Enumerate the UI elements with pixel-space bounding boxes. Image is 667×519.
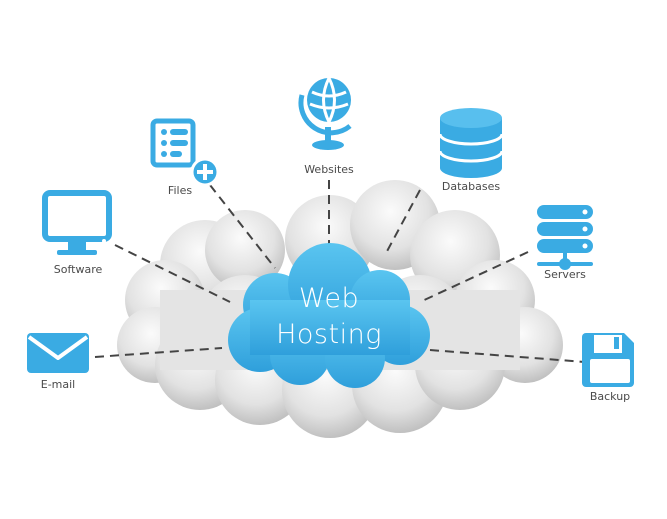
backup-label: Backup	[589, 390, 631, 403]
server-icon	[537, 205, 593, 270]
connector-lines	[94, 180, 586, 363]
connector-databases	[384, 189, 421, 256]
center-title-line2: Hosting	[276, 319, 382, 350]
connector-files	[209, 184, 276, 269]
floppy-disk-icon	[582, 333, 634, 387]
envelope-icon	[27, 333, 89, 373]
monitor-icon	[42, 190, 112, 255]
files-label: Files	[167, 184, 193, 197]
database-icon	[438, 108, 504, 178]
connector-servers	[419, 251, 529, 303]
websites-label: Websites	[304, 163, 354, 176]
connector-email	[94, 347, 223, 358]
file-list-add-icon	[150, 118, 220, 187]
web-hosting-cloud	[228, 243, 430, 388]
software-label: Software	[53, 263, 103, 276]
email-label: E-mail	[40, 378, 76, 391]
globe-icon	[298, 77, 352, 150]
center-title-line1: Web	[298, 283, 360, 314]
connector-backup	[429, 349, 586, 363]
servers-label: Servers	[544, 268, 586, 281]
databases-label: Databases	[441, 180, 501, 193]
connector-software	[114, 244, 231, 303]
